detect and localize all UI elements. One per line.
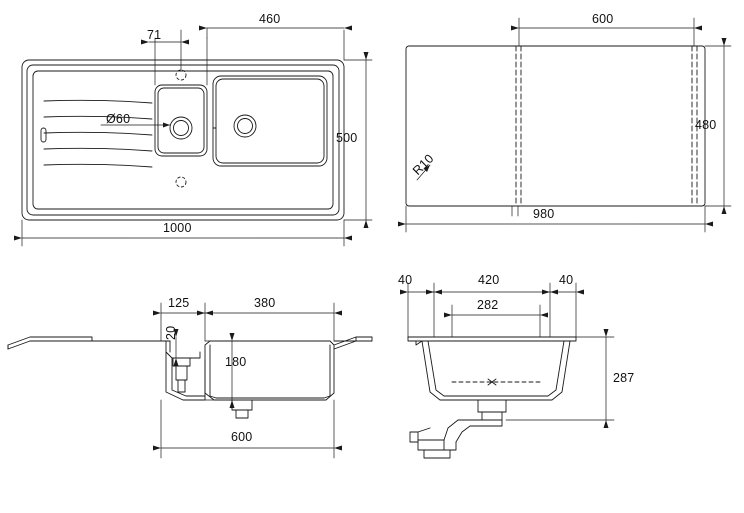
front-section-dimensions	[153, 302, 342, 459]
dim-label-287: 287	[613, 371, 635, 385]
dim-label-71: 71	[147, 28, 162, 42]
dim-label-125: 125	[168, 296, 190, 310]
dim-label-40-left: 40	[398, 273, 413, 287]
top-view-sink-dimensions	[14, 25, 373, 247]
dim-label-1000: 1000	[163, 221, 192, 235]
front-section-geometry	[7, 336, 373, 419]
dim-label-460: 460	[259, 12, 281, 26]
dim-label-282: 282	[477, 298, 499, 312]
side-section-dimensions	[400, 282, 615, 428]
dim-label-980: 980	[533, 207, 555, 221]
dim-label-20: 20	[164, 325, 178, 340]
dim-label-380: 380	[254, 296, 276, 310]
dim-label-d60: Ø60	[106, 112, 131, 126]
top-view-cutout-dimensions	[398, 17, 732, 233]
dim-label-40-right: 40	[559, 273, 574, 287]
side-section-geometry	[407, 336, 577, 459]
dim-label-500: 500	[336, 131, 358, 145]
dim-label-420: 420	[478, 273, 500, 287]
dim-label-600-top: 600	[592, 12, 614, 26]
top-view-sink-geometry	[21, 59, 345, 221]
dim-label-600-bottom: 600	[231, 430, 253, 444]
dim-label-180: 180	[225, 355, 247, 369]
dim-label-480: 480	[695, 118, 717, 132]
top-view-cutout-geometry	[405, 45, 706, 207]
